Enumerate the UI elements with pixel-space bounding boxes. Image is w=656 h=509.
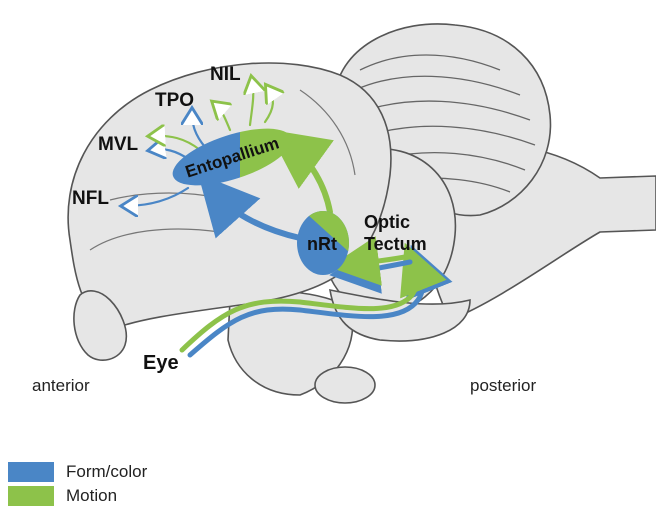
- eye-label: Eye: [143, 352, 179, 374]
- optic-label: Optic: [364, 212, 410, 232]
- legend-swatch-blue: [8, 462, 54, 482]
- nfl-label: NFL: [72, 188, 109, 209]
- tpo-label: TPO: [155, 90, 194, 111]
- legend-label: Motion: [66, 486, 117, 506]
- legend-item-form-color: Form/color: [8, 462, 147, 482]
- nrt-label: nRt: [307, 234, 337, 254]
- nil-label: NIL: [210, 64, 241, 85]
- tectum-label: Tectum: [364, 234, 427, 254]
- posterior-label: posterior: [470, 376, 536, 395]
- legend-swatch-green: [8, 486, 54, 506]
- mvl-label: MVL: [98, 134, 139, 155]
- brain-illustration: [68, 24, 656, 403]
- pituitary: [315, 367, 375, 403]
- legend-label: Form/color: [66, 462, 147, 482]
- legend-item-motion: Motion: [8, 486, 117, 506]
- anterior-label: anterior: [32, 376, 90, 395]
